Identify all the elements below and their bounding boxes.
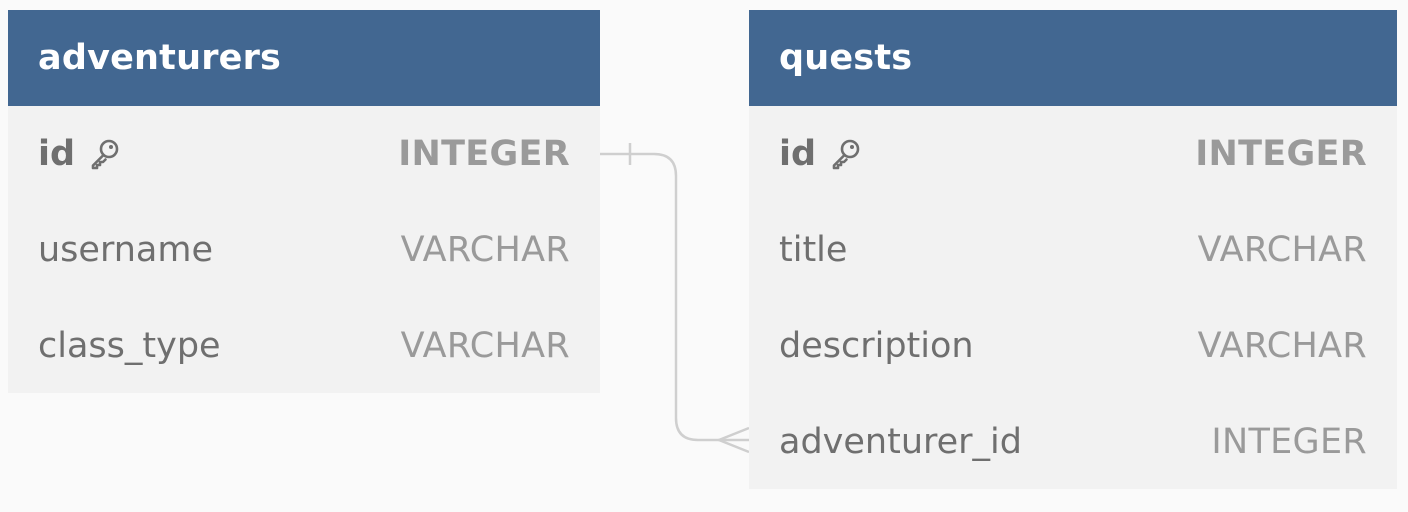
column-type: INTEGER (398, 134, 570, 174)
table-row-id[interactable]: id INTEGER (8, 106, 600, 202)
table-header[interactable]: adventurers (8, 10, 600, 106)
table-row-username[interactable]: username VARCHAR (8, 202, 600, 298)
table-title: quests (779, 38, 913, 78)
table-row-description[interactable]: description VARCHAR (749, 298, 1397, 394)
column-name: title (779, 230, 848, 270)
column-name: username (38, 230, 213, 270)
column-type: VARCHAR (1197, 326, 1367, 366)
column-name: id (38, 134, 123, 174)
key-icon (87, 136, 123, 172)
column-type: VARCHAR (1197, 230, 1367, 270)
table-row-title[interactable]: title VARCHAR (749, 202, 1397, 298)
column-name: class_type (38, 326, 221, 366)
column-type: INTEGER (1195, 134, 1367, 174)
table-header[interactable]: quests (749, 10, 1397, 106)
column-name: id (779, 134, 864, 174)
table-row-adventurer-id[interactable]: adventurer_id INTEGER (749, 394, 1397, 490)
column-name-text: id (38, 134, 76, 174)
column-name: adventurer_id (779, 422, 1022, 462)
column-type: VARCHAR (400, 230, 570, 270)
table-title: adventurers (38, 38, 282, 78)
table-row-id[interactable]: id INTEGER (749, 106, 1397, 202)
column-name: description (779, 326, 974, 366)
relation-many-marker (715, 426, 750, 454)
column-type: VARCHAR (400, 326, 570, 366)
table-row-class-type[interactable]: class_type VARCHAR (8, 298, 600, 394)
key-icon (828, 136, 864, 172)
column-name-text: id (779, 134, 817, 174)
table-quests[interactable]: quests id INTEGER title VARCHAR descript… (749, 10, 1397, 489)
column-type: INTEGER (1211, 422, 1367, 462)
table-adventurers[interactable]: adventurers id INTEGER username VARCHAR … (8, 10, 600, 393)
relation-line-adventurers-quests (600, 152, 749, 442)
